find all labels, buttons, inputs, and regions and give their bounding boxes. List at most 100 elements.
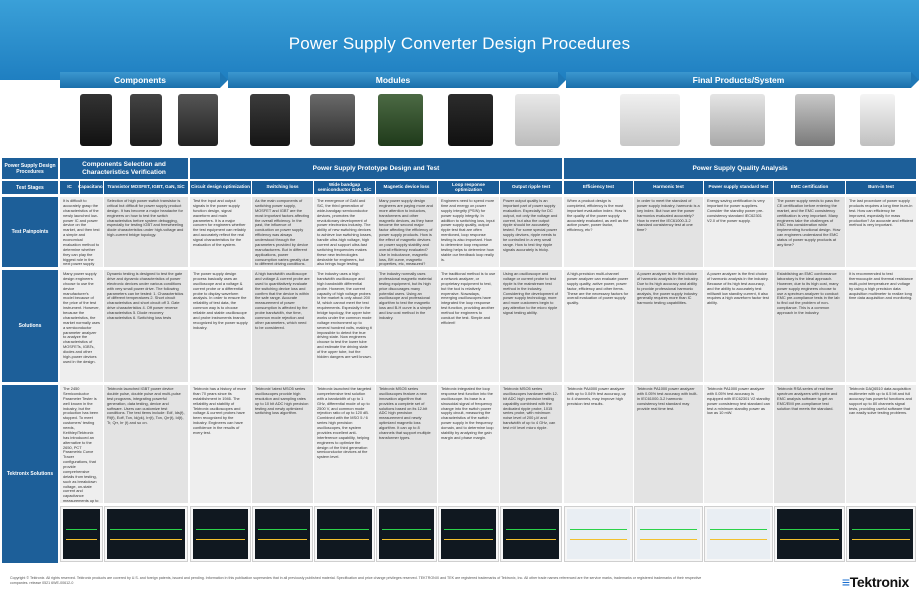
product-image-charger [860,94,895,146]
screenshot-display [503,509,559,559]
screenshot-display [255,509,310,559]
screenshot-display [777,509,842,559]
waveform-trace [780,539,839,540]
solution-cell: The power supply design process basicall… [190,270,251,382]
tek-solution-cell: Tektronix MSO5 series oscilloscopes feat… [376,385,437,503]
document-id: release 0521 6WE-00612-0 [29,580,74,585]
waveform-trace [852,529,910,530]
screenshot-display [63,509,100,559]
painpoint-cell: Many power supply design engineers are p… [376,197,437,267]
instrument-screenshot [190,506,251,562]
solution-cell: The industry uses a high bandwidth oscil… [314,270,375,382]
row-header-procedures: Power Supply Design Procedures [2,158,58,179]
product-image-strip [60,88,915,154]
tek-solution-cell: Tektronix launched the targeted comprehe… [314,385,375,503]
instrument-screenshot [846,506,916,562]
painpoint-cell: Test the input and output signals in the… [190,197,251,267]
screenshot-display [849,509,913,559]
waveform-trace [66,539,97,540]
instrument-screenshot [60,506,103,562]
waveform-trace [570,529,627,530]
solution-cell: A power analyzer is the first choice of … [634,270,703,382]
waveform-trace [110,529,182,530]
module-image-5 [515,94,560,146]
page-title: Power Supply Converter Design Procedures [288,34,631,53]
column-header: Loop response optimization [438,181,499,194]
phase-final-products: Final Products/System [566,72,919,88]
instrument-screenshot [634,506,703,562]
tek-solution-cell: Tektronix DAQ6510 data acquisition multi… [846,385,916,503]
column-header: Circuit design optimization [190,181,251,194]
instrument-screenshot [104,506,188,562]
painpoint-cell: The last procedure of power supply produ… [846,197,916,267]
solution-cell: Using an oscilloscope and voltage or cur… [500,270,562,382]
waveform-trace [382,539,431,540]
column-header: Efficiency test [564,181,633,194]
waveform-trace [780,529,839,530]
module-image-1 [250,94,290,146]
instrument-screenshot [704,506,773,562]
screenshot-display [441,509,496,559]
screenshot-display [193,509,248,559]
solution-cell: The traditional method is to use a netwo… [438,270,499,382]
tektronix-logo: ≡Tektronix [842,574,909,590]
instrument-screenshot [564,506,633,562]
copyright-footer: Copyright © Tektronix. All rights reserv… [10,576,710,585]
instrument-screenshot [500,506,562,562]
column-header: Magnetic device loss [376,181,437,194]
ic-image [130,94,162,146]
waveform-trace [320,539,369,540]
tek-solution-cell: Tektronix integrated the loop response t… [438,385,499,503]
solution-cell: A power analyzer is the first choice of … [704,270,773,382]
waveform-trace [506,539,556,540]
column-header: IC [60,181,79,194]
waveform-trace [258,529,307,530]
screenshot-display [317,509,372,559]
power-module-image [178,94,218,146]
painpoint-cell: Energy saving certification is very impo… [704,197,773,267]
column-header: Wide bandgap semiconductor GaN, SiC [314,181,375,194]
column-header: Capacitance [78,181,105,194]
solution-cell: Dynamic testing is designed to test the … [104,270,188,382]
waveform-trace [382,529,431,530]
logo-text: Tektronix [849,574,910,590]
painpoint-cell: The emergence of GaN and SiC, the third … [314,197,375,267]
painpoint-cell: Power output quality is an important par… [500,197,562,267]
tek-solution-cell: Tektronix PA1000 power analyzer with 0.0… [704,385,773,503]
row-header-test-painpoints: Test Painpoints [2,197,58,267]
painpoint-cell: As the main components of switching powe… [252,197,313,267]
waveform-trace [640,529,697,530]
painpoint-cell: In order to meet the standard of power s… [634,197,703,267]
painpoint-cell: It is difficult to accurately grasp the … [60,197,103,267]
tek-solution-cell: Tektronix' latest MSO5 series oscillosco… [252,385,313,503]
tek-solution-cell: Tektronix has a history of more than 70 … [190,385,251,503]
instrument-screenshot [376,506,437,562]
screenshot-display [707,509,770,559]
waveform-trace [570,539,627,540]
solution-cell: A high bandwidth oscilloscope and voltag… [252,270,313,382]
waveform-trace [852,539,910,540]
solution-cell: It is recommended to test thermocouple a… [846,270,916,382]
screenshot-display [637,509,700,559]
transistor-image [80,94,112,146]
module-image-3 [378,94,423,146]
solution-cell: Establishing an EMC conformance laborato… [774,270,845,382]
column-header: Harmonic test [634,181,703,194]
tek-solution-cell: The 2450 Semiconductor Parameter Tester … [60,385,103,503]
product-image-rack [795,94,835,146]
painpoint-cell: The power supply needs to pass the CE ce… [774,197,845,267]
column-header: EMC certification [774,181,845,194]
solution-cell: A high-precision multi-channel power ana… [564,270,633,382]
waveform-trace [196,529,245,530]
product-image-server [620,94,680,146]
waveform-trace [506,529,556,530]
tek-solution-cell: Tektronix RSA series of real time spectr… [774,385,845,503]
copyright-text: Copyright © Tektronix. All rights reserv… [10,576,702,585]
phase-modules: Modules [228,72,566,88]
instrument-screenshot [774,506,845,562]
group-quality-analysis: Power Supply Quality Analysis [564,158,916,179]
solution-cell: Many power supply design engineers choos… [60,270,103,382]
module-image-4 [448,94,493,146]
module-image-2 [310,94,355,146]
column-header: Power supply standard test [704,181,773,194]
